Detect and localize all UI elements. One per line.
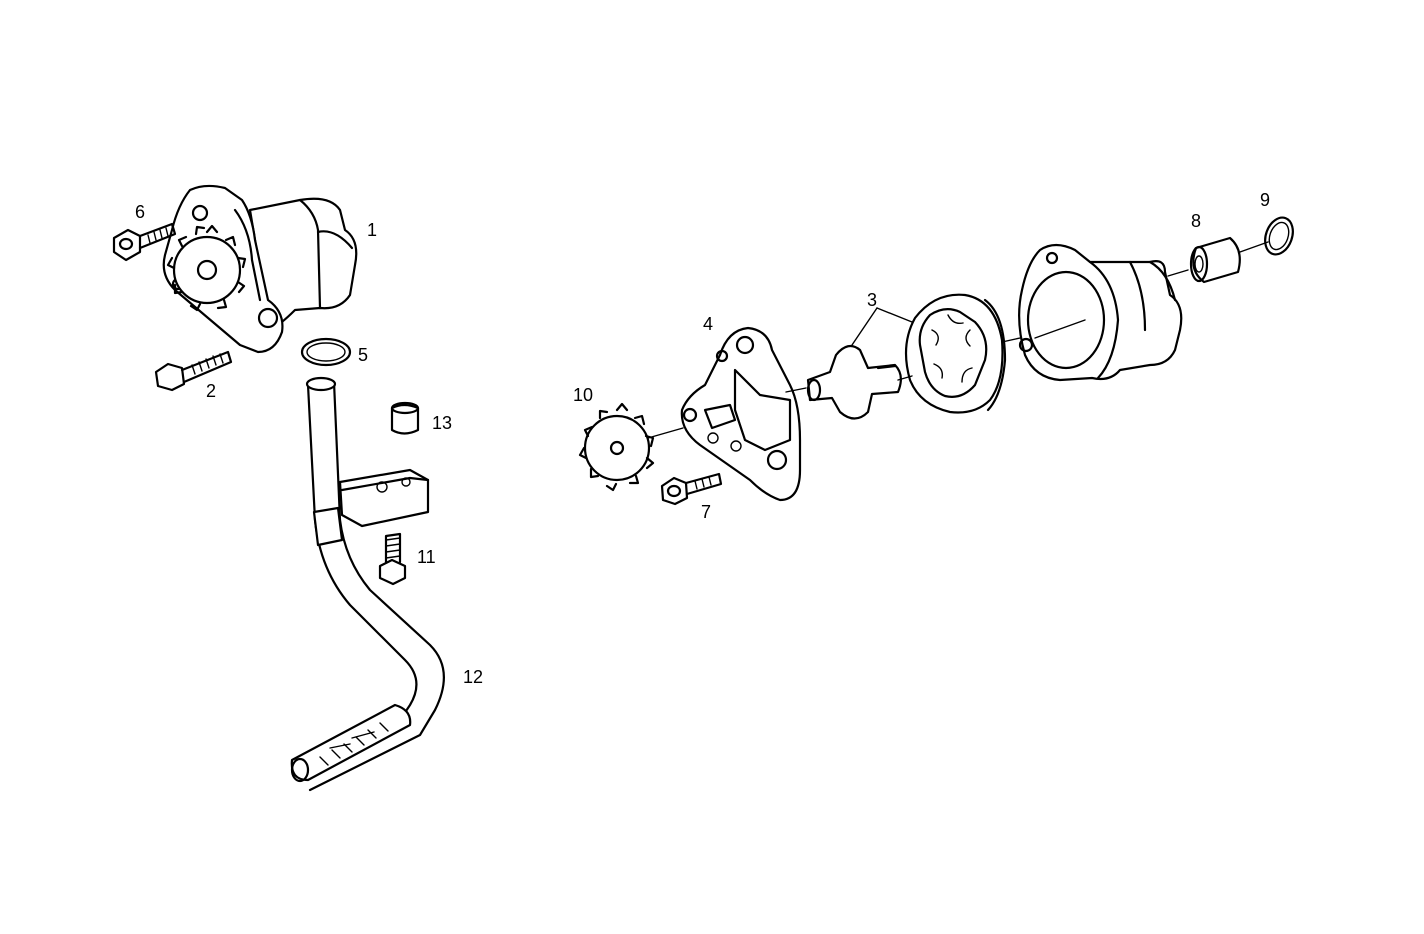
part-6-bolt [112,222,177,262]
callout-5: 5 [358,345,368,365]
part-2-bolt [154,350,233,392]
callout-12: 12 [463,667,483,687]
part-13-plug [390,401,420,435]
callout-2: 2 [206,381,216,401]
assembly-axis-lines [647,241,1269,439]
callout-13: 13 [432,413,452,433]
pump-sprocket [166,224,247,312]
part-10-sprocket [578,402,655,492]
part-3-rotor-set [806,293,1007,420]
part-11-screw [378,532,407,586]
callout-8: 8 [1191,211,1201,231]
callout-3: 3 [867,290,877,310]
callout-9: 9 [1260,190,1270,210]
callout-4: 4 [703,314,713,334]
part-9-ring [1264,216,1294,256]
part-5-o-ring [300,337,352,367]
callout-11: 11 [417,547,436,567]
part-1-oil-pump-assembly [162,184,358,354]
callout-7: 7 [701,502,711,522]
callout-1: 1 [367,220,377,240]
callout-6: 6 [135,202,145,222]
callout-10: 10 [573,385,593,405]
part-4-cover-plate [680,326,802,502]
part-12-suction-pipe [290,376,445,792]
part-7-bolt [660,472,723,506]
part-8-sleeve [1189,236,1241,284]
part-1-pump-housing [1018,243,1183,382]
